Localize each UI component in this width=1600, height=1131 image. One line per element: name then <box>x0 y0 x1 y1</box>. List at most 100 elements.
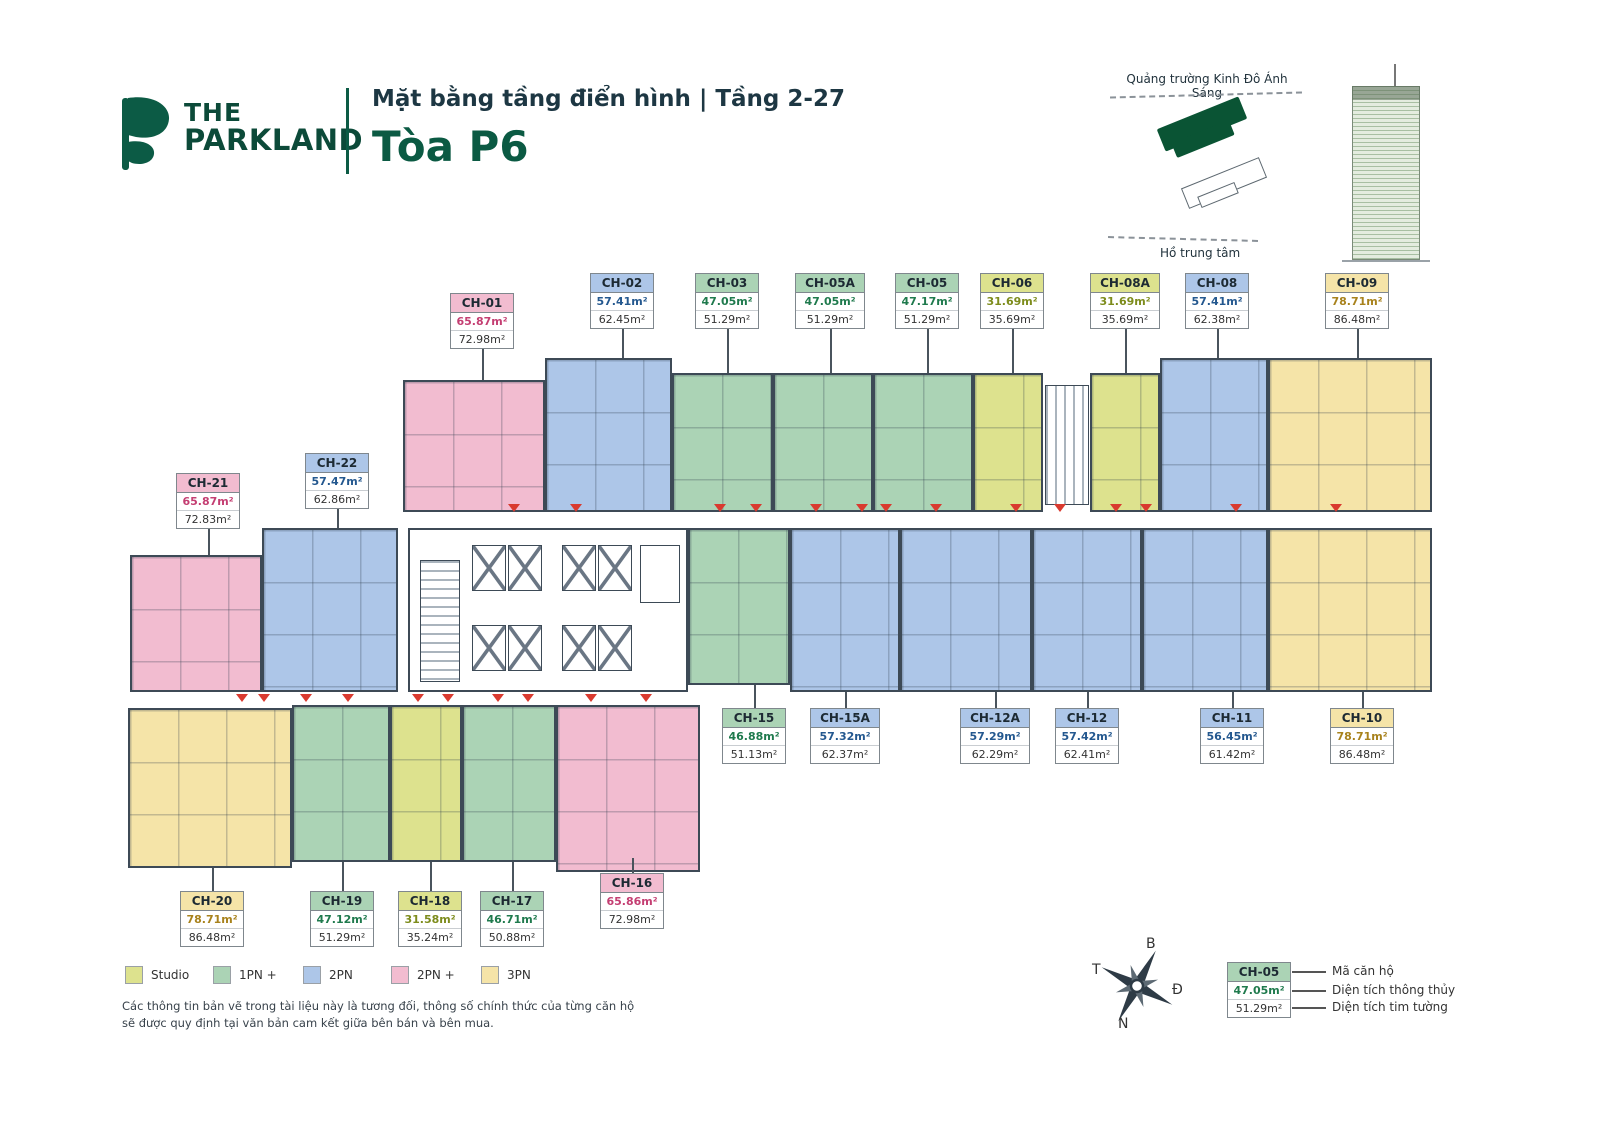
entrance-marker <box>1010 504 1022 512</box>
unit-plan-ch05a <box>773 373 873 512</box>
key-label-gross: Diện tích tim tường <box>1332 1000 1448 1014</box>
compass-west: T <box>1092 962 1101 978</box>
unit-area-gross: 62.37m² <box>821 748 869 761</box>
brand-line2: PARKLAND <box>184 122 364 157</box>
brand-line1: THE <box>184 98 243 127</box>
unit-label-ch16: CH-16 65.86m² 72.98m² <box>600 873 664 929</box>
elevator-2 <box>508 545 542 591</box>
unit-plan-ch03 <box>672 373 773 512</box>
unit-area-net: 31.58m² <box>399 911 461 929</box>
sitemap-top-label: Quảng trường Kinh Đô Ánh Sáng <box>1126 72 1288 100</box>
tower-elevation <box>1352 86 1420 260</box>
legend-item-3pn: 3PN <box>481 966 531 984</box>
entrance-marker <box>570 504 582 512</box>
unit-code: CH-12A <box>961 709 1029 728</box>
unit-area-net: 31.69m² <box>981 293 1043 311</box>
legend-item-2pn: 2PN <box>303 966 353 984</box>
entrance-marker <box>236 694 248 702</box>
legend-label: 2PN <box>329 968 353 982</box>
unit-area-net: 47.05m² <box>696 293 758 311</box>
unit-code: CH-20 <box>181 892 243 911</box>
sitemap-dashed-line-bottom <box>1107 236 1259 242</box>
unit-area-gross: 51.29m² <box>903 313 951 326</box>
leader-ch11 <box>1232 692 1234 708</box>
unit-area-gross: 35.24m² <box>406 931 454 944</box>
unit-area-net: 78.71m² <box>1326 293 1388 311</box>
leader-ch22 <box>337 505 339 528</box>
unit-plan-ch08a <box>1090 373 1160 512</box>
unit-plan-ch10 <box>1268 528 1432 692</box>
unit-area-net: 57.42m² <box>1056 728 1118 746</box>
entrance-marker <box>1054 504 1066 512</box>
leader-ch20 <box>212 868 214 891</box>
unit-label-ch15: CH-15 46.88m² 51.13m² <box>722 708 786 764</box>
technical-room <box>640 545 680 603</box>
key-example-area-gross: 51.29m² <box>1235 1002 1283 1015</box>
legend-swatch-2pn <box>303 966 321 984</box>
unit-code: CH-22 <box>306 454 368 473</box>
leader-ch01 <box>482 345 484 380</box>
unit-code: CH-12 <box>1056 709 1118 728</box>
compass-rose-icon <box>1101 950 1173 1022</box>
unit-plan-ch15 <box>688 528 790 685</box>
entrance-marker <box>442 694 454 702</box>
leader-ch15 <box>754 685 756 708</box>
leader-ch08a <box>1125 325 1127 373</box>
unit-area-net: 57.47m² <box>306 473 368 491</box>
unit-plan-ch11 <box>1142 528 1268 692</box>
brand-name: THE PARKLAND <box>184 100 363 155</box>
unit-code: CH-21 <box>177 474 239 493</box>
unit-code: CH-08 <box>1186 274 1248 293</box>
unit-area-net: 65.86m² <box>601 893 663 911</box>
unit-area-gross: 62.86m² <box>313 493 361 506</box>
unit-label-ch15a: CH-15A 57.32m² 62.37m² <box>810 708 880 764</box>
unit-area-net: 46.88m² <box>723 728 785 746</box>
unit-area-gross: 72.98m² <box>458 333 506 346</box>
parkland-logo <box>122 97 170 170</box>
unit-plan-ch17 <box>462 705 556 862</box>
sitemap-adjacent-footprint <box>1180 157 1268 209</box>
unit-area-gross: 62.41m² <box>1063 748 1111 761</box>
unit-label-ch17: CH-17 46.71m² 50.88m² <box>480 891 544 947</box>
entrance-marker <box>522 694 534 702</box>
key-example-area-net: 47.05m² <box>1228 982 1290 1000</box>
unit-code: CH-18 <box>399 892 461 911</box>
entrance-marker <box>930 504 942 512</box>
tower-elevation-cap <box>1352 86 1420 100</box>
entrance-marker <box>300 694 312 702</box>
leader-ch15a <box>845 692 847 708</box>
key-line-net <box>1292 990 1326 992</box>
entrance-marker <box>1230 504 1242 512</box>
legend-swatch-2pn-plus <box>391 966 409 984</box>
key-example-label: CH-05 47.05m² 51.29m² <box>1227 962 1291 1018</box>
unit-label-ch02: CH-02 57.41m² 62.45m² <box>590 273 654 329</box>
leader-ch09 <box>1357 325 1359 358</box>
unit-area-net: 65.87m² <box>177 493 239 511</box>
unit-area-net: 78.71m² <box>1331 728 1393 746</box>
legend-swatch-3pn <box>481 966 499 984</box>
unit-area-net: 47.12m² <box>311 911 373 929</box>
unit-area-gross: 51.13m² <box>730 748 778 761</box>
stairwell-core <box>420 560 460 682</box>
unit-area-gross: 72.83m² <box>184 513 232 526</box>
unit-plan-ch06 <box>973 373 1043 512</box>
unit-code: CH-05 <box>896 274 958 293</box>
unit-label-ch22: CH-22 57.47m² 62.86m² <box>305 453 369 509</box>
unit-area-gross: 51.29m² <box>703 313 751 326</box>
unit-plan-ch18 <box>390 705 462 862</box>
unit-area-gross: 62.29m² <box>971 748 1019 761</box>
key-label-code: Mã căn hộ <box>1332 964 1394 978</box>
unit-area-net: 57.41m² <box>1186 293 1248 311</box>
unit-plan-ch02 <box>545 358 672 512</box>
elevator-1 <box>472 545 506 591</box>
unit-label-ch11: CH-11 56.45m² 61.42m² <box>1200 708 1264 764</box>
unit-area-gross: 86.48m² <box>1333 313 1381 326</box>
entrance-marker <box>880 504 892 512</box>
unit-code: CH-17 <box>481 892 543 911</box>
leader-ch02 <box>622 325 624 358</box>
unit-label-ch03: CH-03 47.05m² 51.29m² <box>695 273 759 329</box>
elevator-5 <box>472 625 506 671</box>
key-line-gross <box>1292 1007 1326 1009</box>
elevator-6 <box>508 625 542 671</box>
